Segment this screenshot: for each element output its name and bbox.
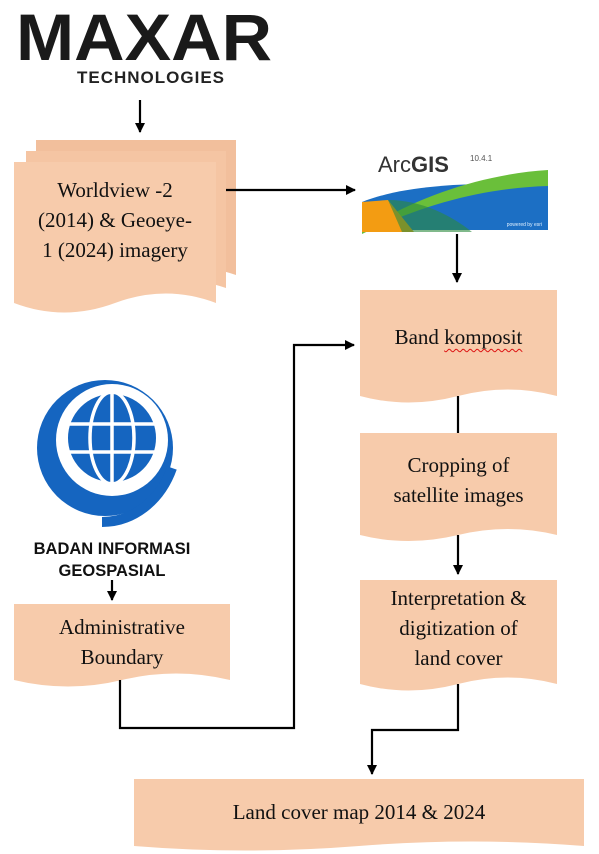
imagery-label-line2: (2014) & Geoeye- <box>38 208 192 232</box>
interpretation-label-line1: Interpretation & <box>390 586 527 610</box>
admin-label-line2: Boundary <box>80 645 164 669</box>
cropping-label-line1: Cropping of <box>407 453 510 477</box>
arcgis-logo-version: 10.4.1 <box>470 154 493 163</box>
imagery-label: Worldview -2 (2014) & Geoeye- 1 (2024) i… <box>14 175 216 265</box>
big-logo-name: BADAN INFORMASI GEOSPASIAL <box>12 538 212 582</box>
arcgis-logo-badge: powered by esri <box>507 222 542 228</box>
output-box <box>134 779 584 851</box>
band-label-prefix: Band <box>394 325 445 349</box>
svg-text:ArcGIS: ArcGIS <box>378 152 449 177</box>
band-label-word: komposit <box>444 325 523 349</box>
interpretation-label-line3: land cover <box>414 646 503 670</box>
interpretation-label: Interpretation & digitization of land co… <box>360 583 557 673</box>
imagery-box <box>14 162 216 313</box>
arcgis-logo-gis: GIS <box>411 152 449 177</box>
band-box <box>360 290 557 403</box>
maxar-logo-subtitle: TECHNOLOGIES <box>76 68 225 87</box>
interpretation-box <box>360 580 557 691</box>
band-label: Band komposit <box>360 322 557 352</box>
imagery-label-line3: 1 (2024) imagery <box>42 238 188 262</box>
arrow-interpretation-to-output <box>367 684 460 775</box>
big-logo-line2: GEOSPASIAL <box>58 562 166 580</box>
imagery-label-line1: Worldview -2 <box>57 178 173 202</box>
cropping-box <box>360 433 557 541</box>
big-logo-line1: BADAN INFORMASI <box>33 540 191 558</box>
interpretation-label-line2: digitization of <box>399 616 518 640</box>
output-label: Land cover map 2014 & 2024 <box>232 800 486 824</box>
arcgis-logo-arc: Arc <box>378 152 411 177</box>
imagery-stack <box>14 140 236 313</box>
admin-box <box>14 604 230 687</box>
admin-label-line1: Administrative <box>59 615 185 639</box>
arrow-admin-to-band <box>118 340 355 730</box>
maxar-logo: MAXAR <box>16 6 272 68</box>
cropping-label-line2: satellite images <box>393 483 524 507</box>
big-logo-globe <box>37 380 177 527</box>
arcgis-logo: ArcGIS 10.4.1 powered by esri <box>362 152 548 234</box>
cropping-label: Cropping of satellite images <box>360 450 557 510</box>
maxar-logo-wordmark: MAXAR <box>16 6 272 68</box>
admin-label: Administrative Boundary <box>14 612 230 672</box>
